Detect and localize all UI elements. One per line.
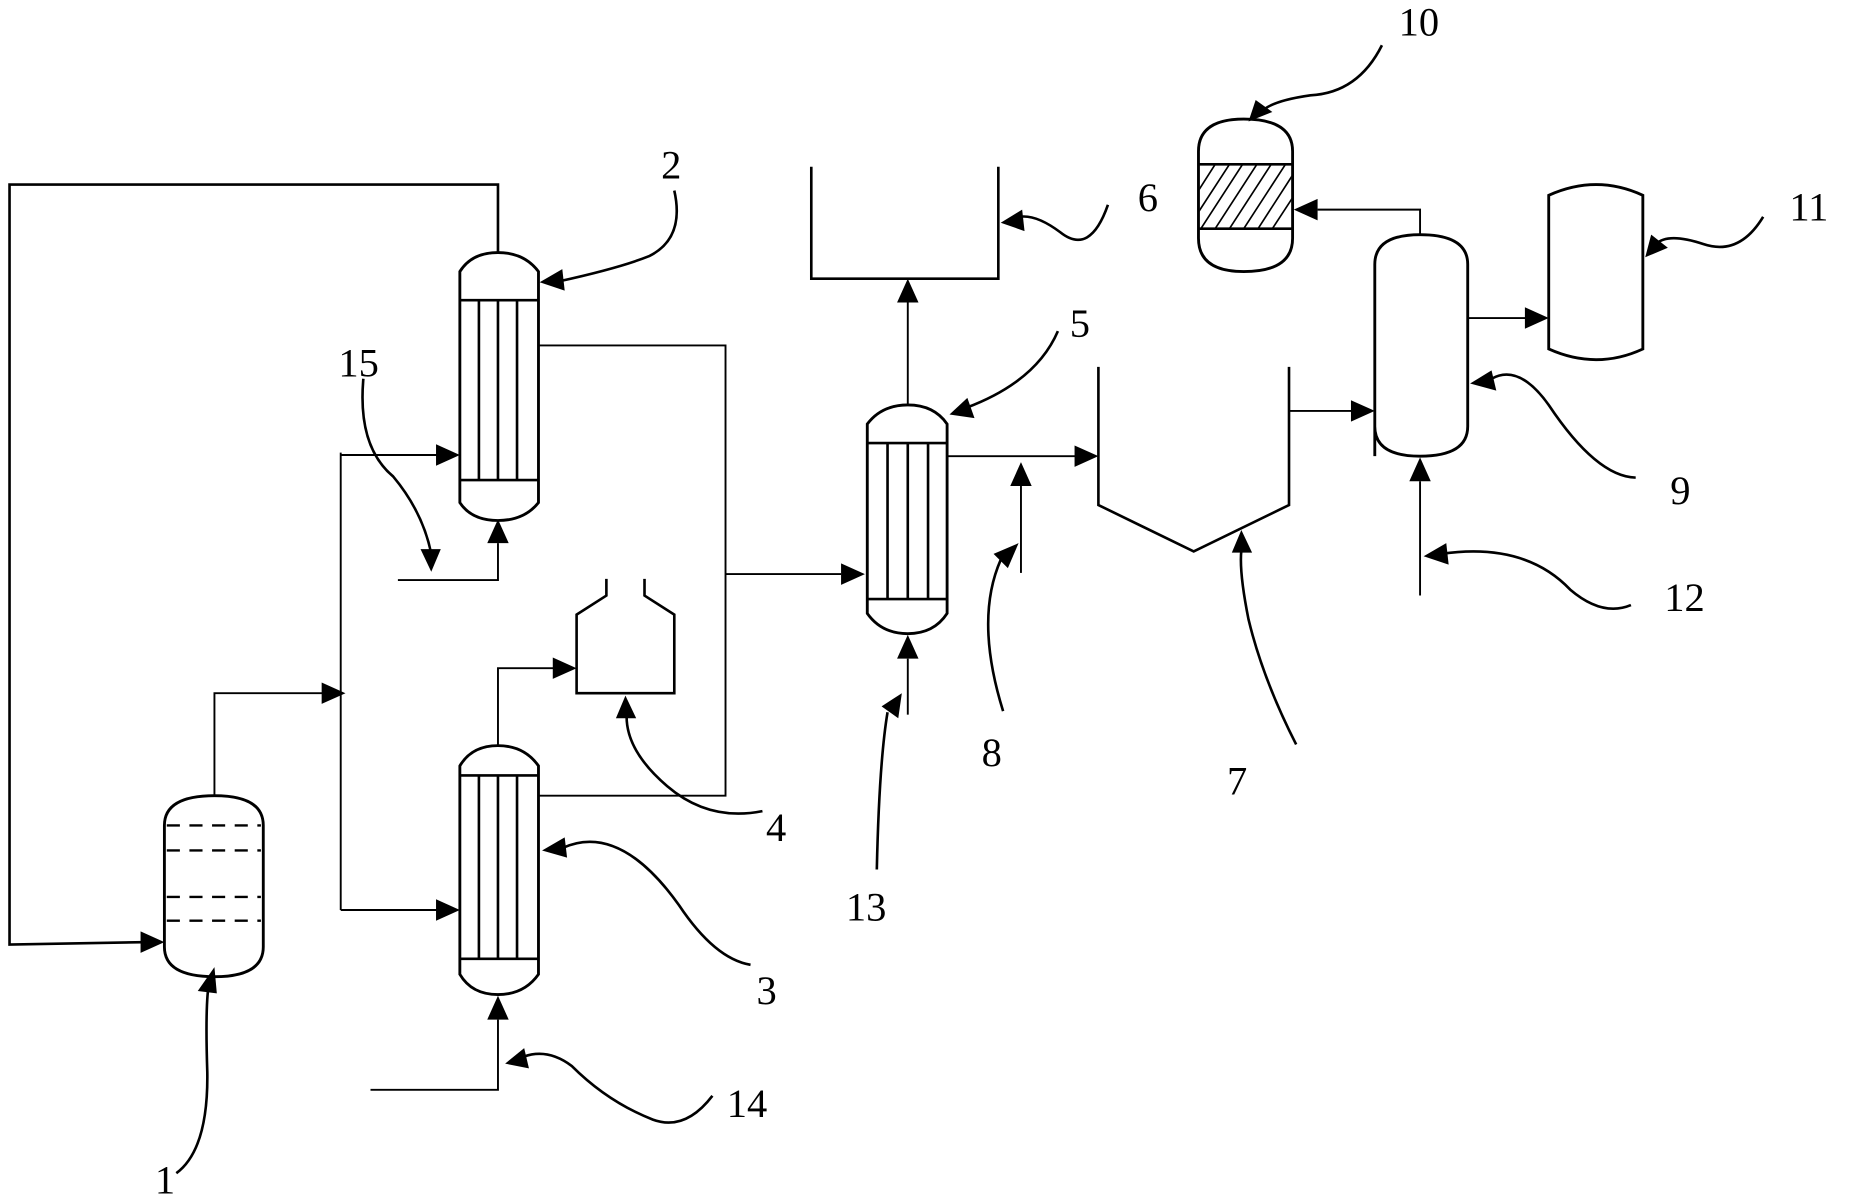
label-8: 8 [982,730,1002,775]
label-12: 12 [1664,575,1705,620]
leader-9-arrowhead [1470,370,1497,391]
arrow-into-7 [1074,445,1099,467]
arrow-into-5 [841,563,865,585]
leader-4 [625,714,763,815]
leader-8-arrowhead [993,543,1019,569]
arrow-into-2 [436,444,460,466]
vessel-1 [162,794,265,979]
arrow-13-into-5 [897,634,919,659]
label-4: 4 [766,805,786,850]
arrow-split [321,682,346,704]
hopper-4 [575,578,676,695]
leader-6 [1019,204,1110,242]
arrow-into-3 [436,899,460,921]
leader-14-arrowhead [505,1048,529,1069]
leader-5-arrowhead [949,397,975,419]
line-9-to-10 [1317,208,1422,235]
label-6: 6 [1138,175,1158,220]
line-3-to-4 [497,667,556,746]
label-14: 14 [727,1081,768,1126]
label-15: 15 [338,340,379,385]
label-11: 11 [1789,184,1828,229]
label-9: 9 [1670,468,1690,513]
label-10: 10 [1399,0,1440,45]
label-5: 5 [1070,301,1090,346]
leader-12-arrowhead [1423,543,1449,565]
leader-10 [1259,44,1384,115]
leader-3 [561,840,751,967]
leader-3-arrowhead [542,837,568,858]
leader-12 [1441,550,1632,610]
label-2: 2 [661,143,681,188]
leader-7-arrowhead [1231,530,1253,553]
tank-11 [1547,183,1645,362]
arrow-15-into-2 [487,519,509,544]
label-1: 1 [155,1157,175,1202]
leader-15 [361,378,433,555]
reactor-5 [865,403,949,636]
line-1-to-split [213,692,325,796]
arrow-into-1 [140,931,165,953]
leader-15-arrowhead [420,549,441,572]
leader-1 [175,978,211,1175]
settling-tank-7 [1097,366,1291,553]
label-3: 3 [756,968,776,1013]
arrow-into-6 [897,278,919,303]
arrow-into-4 [552,657,577,679]
recycle-line [8,183,500,946]
label-13: 13 [846,885,887,930]
leader-5 [966,330,1060,409]
leader-13-arrowhead [881,693,902,719]
arrow-into-9 [1350,400,1375,422]
tank-6 [809,166,1000,281]
reactor-3 [458,744,540,996]
leader-7 [1239,550,1298,746]
leader-8 [986,559,1005,712]
label-7: 7 [1227,758,1247,803]
leader-10-arrowhead [1248,100,1273,122]
feed-15-line [397,543,499,582]
arrow-8 [1010,462,1032,486]
packed-column-10 [1197,117,1295,273]
arrow-12-into-9 [1409,457,1431,482]
feed-14-line [370,1019,499,1091]
leader-11 [1655,216,1765,249]
arrow-into-10 [1293,198,1318,221]
leader-9 [1490,373,1636,479]
reactor-2 [458,251,540,522]
leader-4-arrowhead [615,695,637,719]
leader-1-arrowhead [197,967,217,994]
vessel-9 [1373,233,1470,458]
leader-11-arrowhead [1645,234,1668,258]
leader-14 [523,1052,714,1124]
arrow-into-11 [1524,307,1549,329]
line-2-to-5 [538,344,727,797]
arrow-14-into-3 [487,995,509,1020]
leader-6-arrowhead [1000,209,1025,232]
leader-2 [559,190,679,283]
leader-13 [875,712,889,870]
leader-2-arrowhead [539,269,565,291]
